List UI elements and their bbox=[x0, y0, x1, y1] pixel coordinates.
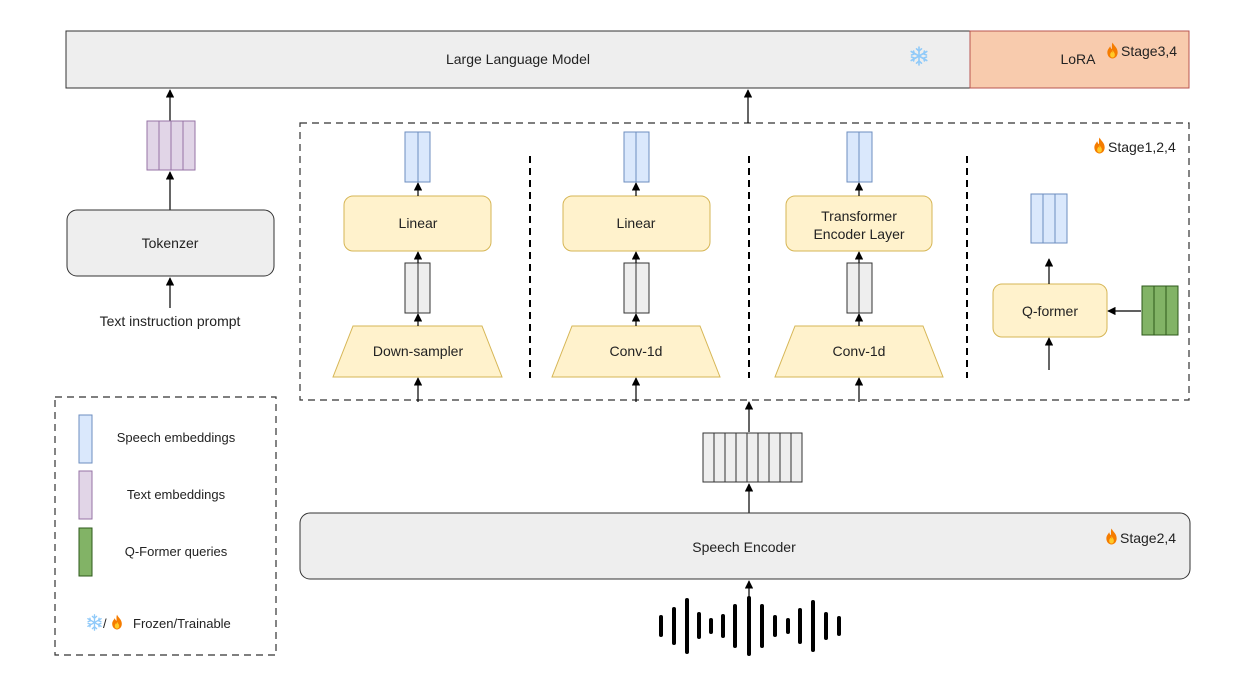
legend-item-query: Q-Former queries bbox=[78, 527, 228, 577]
projector-variant-linear-conv: Conv-1d Linear bbox=[551, 131, 721, 402]
legend-frozen-trainable-label: Frozen/Trainable bbox=[133, 616, 231, 631]
lora-label: LoRA bbox=[1060, 51, 1096, 67]
lora-block: LoRA Stage3,4 bbox=[969, 30, 1190, 89]
speech-embedding-stack bbox=[1030, 193, 1068, 244]
speech-encoder-stage-label: Stage2,4 bbox=[1120, 530, 1176, 546]
legend-speech-label: Speech embeddings bbox=[117, 430, 236, 445]
projector-variant-linear-downsampler: Down-sampler Linear bbox=[332, 131, 503, 402]
legend-separator: / bbox=[103, 616, 107, 631]
legend: Speech embeddings Text embeddings Q-Form… bbox=[54, 396, 277, 656]
projector-variant-qformer: Q-former bbox=[992, 193, 1179, 370]
snowflake-icon bbox=[87, 614, 102, 631]
waveform-icon bbox=[659, 596, 841, 656]
tokenizer-label: Tokenzer bbox=[142, 235, 199, 251]
transformer-label-line1: Transformer bbox=[821, 208, 897, 224]
linear-label: Linear bbox=[399, 215, 438, 231]
speech-encoder-box bbox=[299, 512, 1191, 580]
conv1d-label: Conv-1d bbox=[610, 343, 663, 359]
projector-variant-transformer-conv: Conv-1d Transformer Encoder Layer bbox=[774, 131, 944, 402]
tokenizer-box bbox=[66, 209, 275, 277]
flame-icon bbox=[112, 614, 122, 630]
speech-encoder-label: Speech Encoder bbox=[692, 539, 796, 555]
llm-block: Large Language Model bbox=[65, 30, 971, 89]
downsampler-label: Down-sampler bbox=[373, 343, 464, 359]
speech-encoder-branch: Speech Encoder Stage2,4 bbox=[299, 401, 1191, 656]
encoder-output-stack bbox=[702, 432, 803, 483]
transformer-label-line2: Encoder Layer bbox=[813, 226, 904, 242]
qformer-query-stack bbox=[1141, 285, 1179, 336]
conv1d-label: Conv-1d bbox=[833, 343, 886, 359]
legend-item-text: Text embeddings bbox=[78, 470, 226, 520]
legend-query-label: Q-Former queries bbox=[125, 544, 228, 559]
text-branch: Tokenzer Text instruction prompt bbox=[66, 89, 275, 329]
lora-stage-label: Stage3,4 bbox=[1121, 43, 1177, 59]
legend-frozen-trainable: / Frozen/Trainable bbox=[87, 614, 231, 631]
text-embedding-stack bbox=[146, 120, 196, 171]
legend-item-speech: Speech embeddings bbox=[78, 414, 236, 464]
projector-region: Stage1,2,4 Down-sampler Linear Conv-1d bbox=[299, 89, 1190, 402]
flame-icon bbox=[1094, 137, 1105, 154]
text-prompt-label: Text instruction prompt bbox=[100, 313, 241, 329]
linear-label: Linear bbox=[617, 215, 656, 231]
legend-text-label: Text embeddings bbox=[127, 487, 226, 502]
llm-label: Large Language Model bbox=[446, 51, 590, 67]
qformer-label: Q-former bbox=[1022, 303, 1078, 319]
projector-stage-label: Stage1,2,4 bbox=[1108, 139, 1176, 155]
